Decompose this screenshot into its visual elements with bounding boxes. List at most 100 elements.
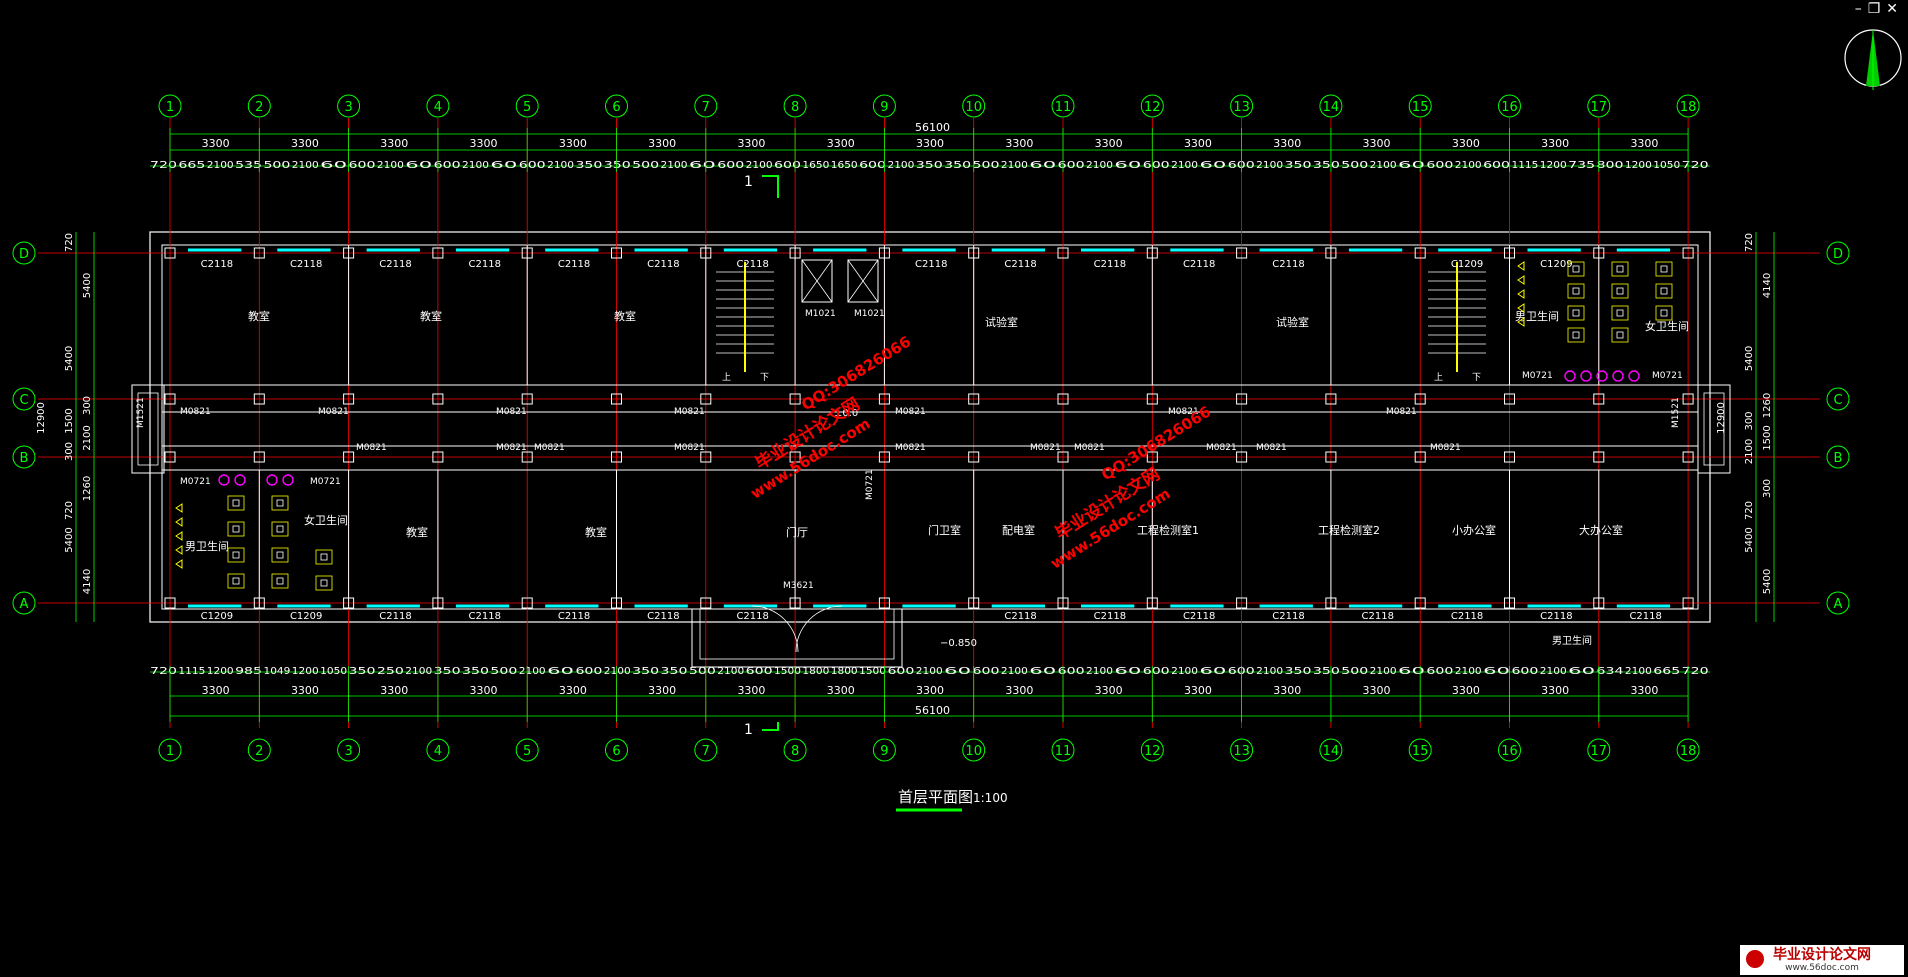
door-label: M0821 xyxy=(1168,407,1199,417)
column xyxy=(1593,451,1605,463)
dim-detail-top: 500 xyxy=(632,160,659,171)
axis-bubble-15 xyxy=(1408,94,1432,118)
dim-detail-bottom: 60 xyxy=(1114,666,1141,677)
column xyxy=(1414,247,1426,259)
column xyxy=(611,597,622,609)
column xyxy=(432,247,444,259)
window-label-bottom: C2118 xyxy=(1540,611,1572,622)
stair-down: 下 xyxy=(1472,373,1481,383)
dim-detail-bottom: 500 xyxy=(490,666,517,677)
section-arrow-bottom xyxy=(762,722,779,731)
dim-bay-top: 3300 xyxy=(1452,137,1480,150)
column xyxy=(1414,393,1426,405)
column xyxy=(1682,597,1694,609)
dim-detail-top: 600 xyxy=(1483,160,1510,171)
column xyxy=(1057,597,1069,609)
dim-detail-bottom: 350 xyxy=(661,666,688,677)
section-arrow-top xyxy=(762,175,779,198)
column xyxy=(521,597,533,609)
axis-label-17: 17 xyxy=(1591,100,1608,115)
door-label: M0821 xyxy=(496,407,527,417)
dim-detail-top: 60 xyxy=(1029,160,1056,171)
column xyxy=(1682,451,1694,463)
bottom-note: 男卫生间 xyxy=(1552,634,1592,647)
axis-bubble-12 xyxy=(1140,738,1164,762)
structure: 上下上下 xyxy=(131,245,1731,668)
dim-detail-top: 2100 xyxy=(887,160,914,171)
window-label-top: C2118 xyxy=(201,259,233,270)
dim-detail-top: 60 xyxy=(490,160,517,171)
toilet-bowl xyxy=(1660,287,1668,295)
door-label: M0821 xyxy=(356,443,387,453)
room-label: 小办公室 xyxy=(1452,523,1496,537)
dim-detail-bottom: 2100 xyxy=(1001,666,1028,677)
column xyxy=(878,247,890,259)
column xyxy=(1057,247,1069,259)
axis-bubble-2 xyxy=(247,94,271,118)
dim-detail-top: 60 xyxy=(320,160,347,171)
column xyxy=(611,247,622,259)
dim-detail-bottom: 60 xyxy=(1568,666,1595,677)
column xyxy=(878,451,890,463)
column xyxy=(1504,247,1515,259)
dim-detail-bottom: 720 xyxy=(1682,666,1709,677)
close-icon[interactable]: ✕ xyxy=(1886,1,1898,17)
axis-label-16: 16 xyxy=(1501,100,1518,115)
axis-label-C: C xyxy=(19,393,28,408)
dim-detail-bottom: 2100 xyxy=(519,666,546,677)
dim-detail-bottom: 60 xyxy=(1483,666,1510,677)
elevator-shaft xyxy=(847,259,879,303)
axis-label-3: 3 xyxy=(344,744,352,759)
side-entrance-inner xyxy=(1703,392,1725,466)
dim-detail-bottom: 500 xyxy=(1341,666,1368,677)
door-label: M0721 xyxy=(310,477,341,487)
axis-label-A: A xyxy=(20,597,29,612)
column xyxy=(343,451,355,463)
toilet-stall xyxy=(315,549,333,565)
column xyxy=(1325,393,1337,405)
window-label-top: C2118 xyxy=(290,259,322,270)
restore-icon[interactable]: ❐ xyxy=(1867,1,1881,17)
minimize-icon[interactable]: – xyxy=(1854,1,1862,17)
axis-label-5: 5 xyxy=(523,100,531,115)
column xyxy=(1057,451,1069,463)
axis-label-3: 3 xyxy=(344,100,352,115)
axis-label-13: 13 xyxy=(1233,744,1250,759)
toilet-stall xyxy=(315,575,333,591)
toilet-stall xyxy=(1567,327,1585,343)
axis-label-13: 13 xyxy=(1233,100,1250,115)
dim-detail-top: 1650 xyxy=(802,160,829,171)
dim-detail-top: 2100 xyxy=(207,160,234,171)
dim-bay-bottom: 3300 xyxy=(559,684,587,697)
dim-detail-bottom: 2100 xyxy=(1256,666,1283,677)
elevation-label: −0.850 xyxy=(940,638,977,649)
toilet-bowl xyxy=(1660,265,1668,273)
toilet-stall xyxy=(227,521,245,537)
sink xyxy=(218,474,230,486)
dim-bay-bottom: 3300 xyxy=(916,684,944,697)
dim-bay-bottom: 3300 xyxy=(202,684,230,697)
column xyxy=(789,451,801,463)
dim-detail-bottom: 600 xyxy=(887,666,914,677)
dim-bay-top: 3300 xyxy=(648,137,676,150)
window-label-top: C2118 xyxy=(1272,259,1304,270)
toilet-bowl xyxy=(276,525,284,533)
dim-bay-top: 3300 xyxy=(291,137,319,150)
dim-left: 300 xyxy=(64,442,75,461)
dim-right: 1260 xyxy=(1762,393,1773,418)
dim-detail-bottom: 2100 xyxy=(717,666,744,677)
fixtures xyxy=(175,261,1673,591)
dim-detail-top: 350 xyxy=(1285,160,1312,171)
window-label-top: C2118 xyxy=(647,259,679,270)
toilet-bowl xyxy=(1572,309,1580,317)
dim-detail-top: 350 xyxy=(604,160,631,171)
axis-label-9: 9 xyxy=(880,100,888,115)
column xyxy=(611,451,622,463)
toilet-stall xyxy=(271,495,289,511)
dim-detail-top: 60 xyxy=(1199,160,1226,171)
dim-bay-bottom: 3300 xyxy=(1184,684,1212,697)
side-entrance-inner xyxy=(137,392,159,466)
toilet-bowl xyxy=(232,499,240,507)
window-label-bottom: C1209 xyxy=(201,611,233,622)
